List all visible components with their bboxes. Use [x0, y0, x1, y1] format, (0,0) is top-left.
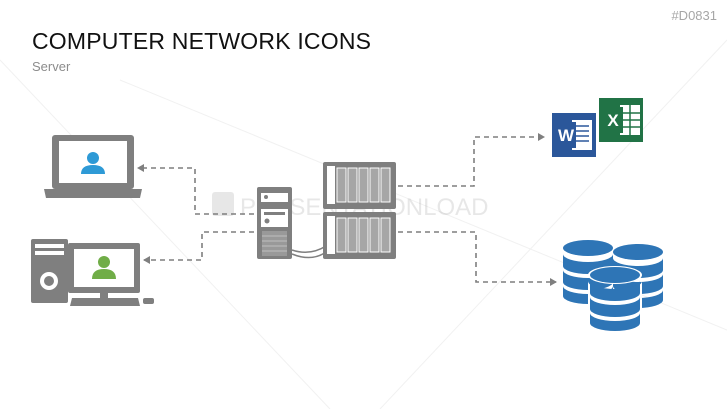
rack-server-icon	[323, 162, 396, 259]
connector-office	[398, 133, 545, 187]
connector-database	[398, 231, 557, 286]
connectors	[137, 133, 557, 286]
excel-letter: X	[607, 111, 619, 130]
connector-desktop	[143, 231, 254, 264]
user-icon	[92, 256, 116, 279]
desktop-computer-icon	[31, 239, 154, 306]
excel-document-icon: X	[599, 98, 643, 142]
rack-unit	[323, 162, 396, 209]
connector-laptop	[137, 164, 254, 215]
slide-title: COMPUTER NETWORK ICONS	[32, 28, 372, 54]
rack-unit	[323, 212, 396, 259]
database-icon-group	[563, 240, 663, 338]
slide-subtitle: Server	[32, 59, 71, 74]
laptop-icon	[44, 135, 142, 198]
word-document-icon: W	[552, 113, 596, 157]
word-letter: W	[558, 126, 575, 145]
slide-id: #D0831	[671, 8, 717, 23]
database-icon	[588, 266, 642, 338]
user-icon	[81, 152, 105, 174]
